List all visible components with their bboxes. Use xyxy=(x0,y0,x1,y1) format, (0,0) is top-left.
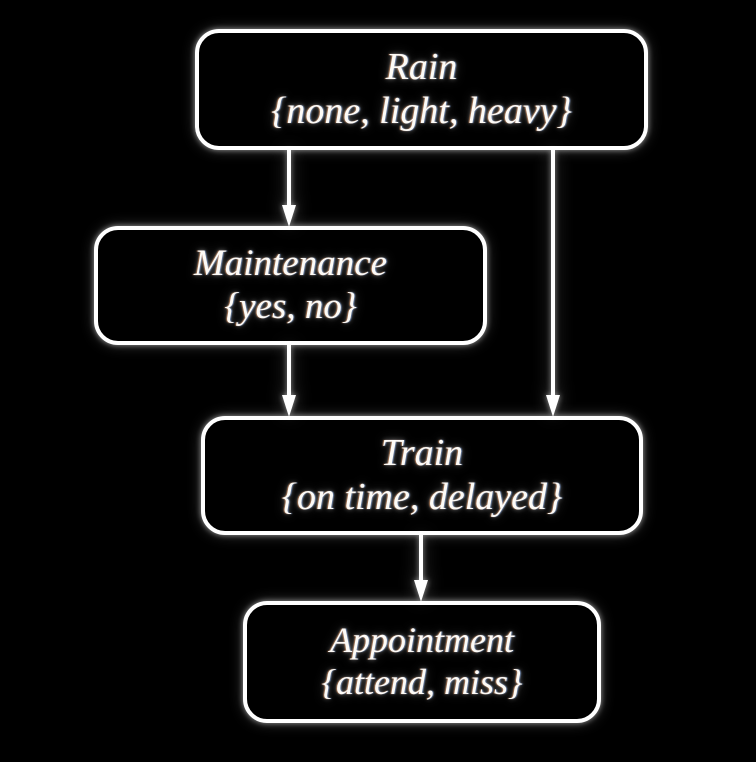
node-appointment-label: Appointment xyxy=(330,620,514,661)
node-rain-states: {none, light, heavy} xyxy=(271,89,572,132)
node-train-states: {on time, delayed} xyxy=(281,475,563,518)
edge-maintenance-to-train xyxy=(278,345,300,418)
down-arrow-icon xyxy=(546,395,560,417)
node-appointment[interactable]: Appointment {attend, miss} xyxy=(243,601,601,723)
node-maintenance-label: Maintenance xyxy=(193,242,388,284)
edge-rain-to-maintenance xyxy=(278,150,300,228)
edge-train-to-appointment xyxy=(410,535,432,603)
down-arrow-icon xyxy=(282,205,296,227)
down-arrow-icon xyxy=(282,395,296,417)
node-maintenance[interactable]: Maintenance {yes, no} xyxy=(94,226,487,345)
node-rain[interactable]: Rain {none, light, heavy} xyxy=(195,29,648,150)
node-appointment-states: {attend, miss} xyxy=(321,662,523,702)
node-train-label: Train xyxy=(380,431,464,474)
node-maintenance-states: {yes, no} xyxy=(224,285,357,327)
down-arrow-icon xyxy=(414,580,428,602)
node-rain-label: Rain xyxy=(385,45,458,88)
node-train[interactable]: Train {on time, delayed} xyxy=(201,416,643,535)
edge-rain-to-train xyxy=(542,150,564,418)
